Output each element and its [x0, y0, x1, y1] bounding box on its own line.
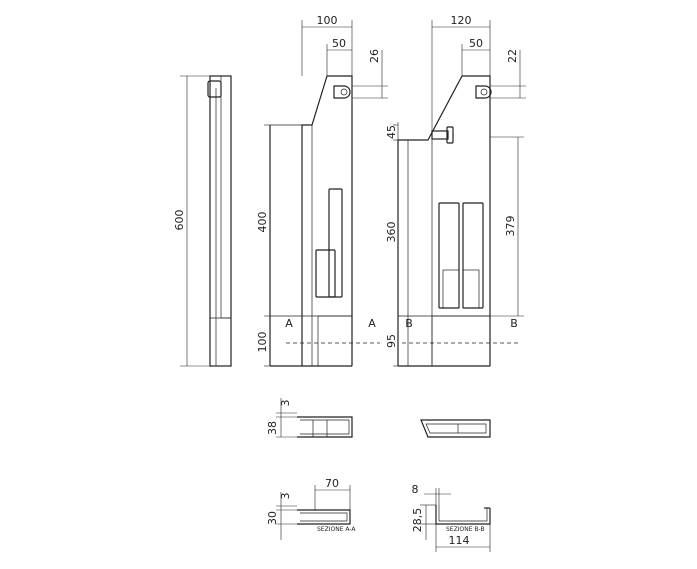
- section-b-right-marker: B: [510, 317, 518, 330]
- section-b-depth-label: 28,5: [411, 508, 424, 533]
- overall-height-label: 600: [173, 210, 186, 231]
- top-a-offset-label: 3: [279, 400, 292, 407]
- section-b-title: SEZIONE B-B: [446, 526, 485, 533]
- front-base-height-label: 100: [256, 332, 269, 353]
- section-a-title: SEZIONE A-A: [317, 526, 356, 533]
- section-b-width-label: 114: [449, 534, 470, 547]
- side-base-height-label: 95: [385, 334, 398, 348]
- front-view: [264, 20, 388, 367]
- side-width-label: 120: [451, 14, 472, 27]
- section-a-left-marker: A: [285, 317, 293, 330]
- side-bracket-label: 45: [385, 125, 398, 139]
- side-total-height-label: 379: [504, 216, 517, 237]
- section-a-depth-label: 30: [266, 511, 279, 525]
- section-a-right-marker: A: [368, 317, 376, 330]
- section-b-b: [420, 488, 491, 552]
- section-a-width-label: 70: [325, 477, 339, 490]
- side-profile-view: [180, 75, 232, 367]
- section-a-a: [276, 485, 351, 540]
- section-b-left-marker: B: [405, 317, 413, 330]
- front-width-label: 100: [317, 14, 338, 27]
- side-top-offset-label: 22: [506, 49, 519, 63]
- side-top-width-label: 50: [469, 37, 483, 50]
- side-body-height-label: 360: [385, 222, 398, 243]
- front-top-offset-label: 26: [368, 49, 381, 63]
- side-view: [393, 20, 526, 367]
- section-b-offset-label: 8: [412, 483, 419, 496]
- front-top-width-label: 50: [332, 37, 346, 50]
- top-view-b: [420, 419, 491, 438]
- top-a-depth-label: 38: [266, 421, 279, 435]
- front-body-height-label: 400: [256, 212, 269, 233]
- top-view-a: [276, 398, 353, 438]
- section-a-offset-label: 3: [279, 493, 292, 500]
